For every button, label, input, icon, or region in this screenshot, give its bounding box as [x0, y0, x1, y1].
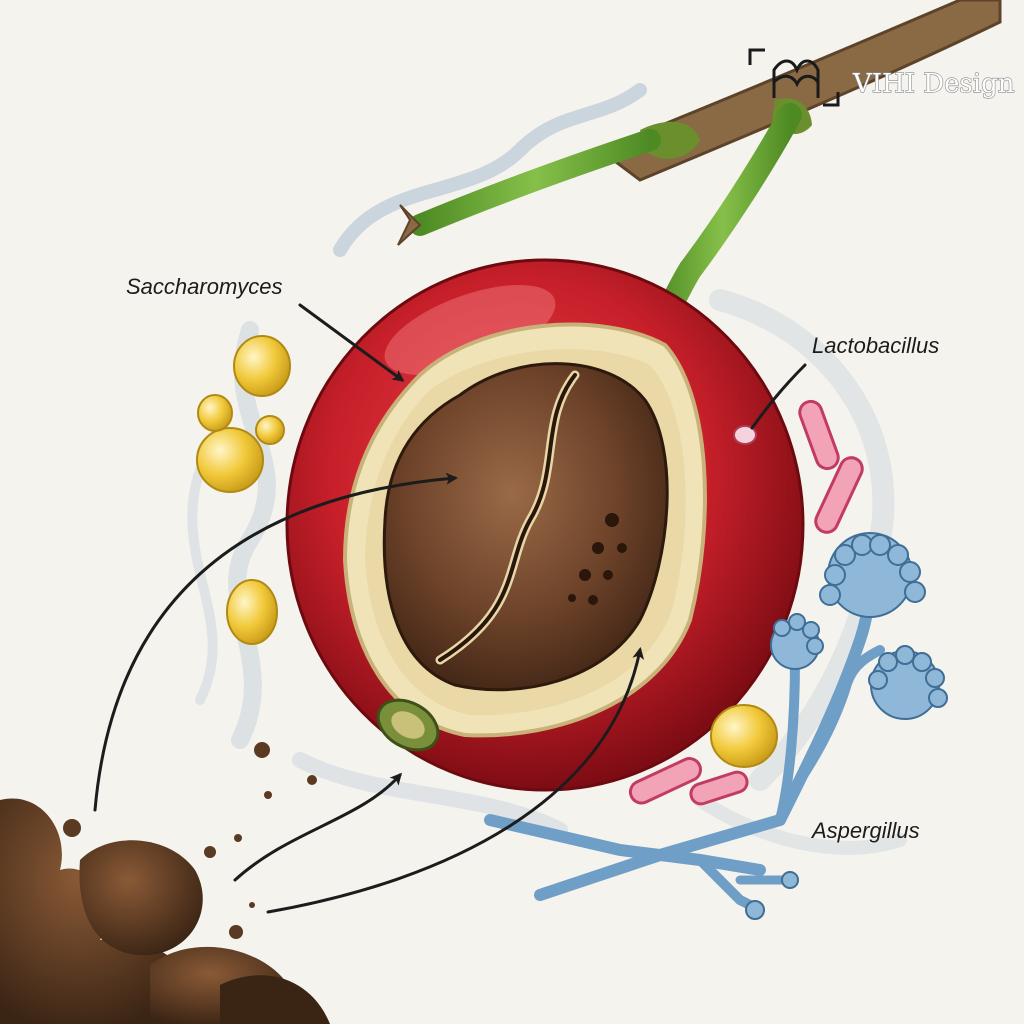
- puncture-mark: [733, 425, 757, 445]
- arrow-icon: [298, 303, 405, 382]
- watermark-text: VIHI Design: [852, 69, 1015, 99]
- aspergillus-conidiophore-icon: [770, 613, 824, 670]
- yeast-cell-icon: [233, 335, 291, 397]
- label-lactobacillus: Lactobacillus: [812, 333, 939, 358]
- arrow-icon: [266, 647, 645, 914]
- yeast-cell-icon: [255, 415, 285, 445]
- lactobacillus-rod-icon: [814, 456, 864, 534]
- aspergillus-conidiophore-icon: [868, 645, 948, 720]
- aspergillus-mold: [484, 532, 948, 920]
- soil: [0, 742, 330, 1024]
- lactobacillus-rod-icon: [798, 399, 840, 471]
- yeast-cell-icon: [226, 579, 278, 645]
- green-twig: [397, 129, 661, 246]
- aspergillus-conidiophore-icon: [819, 532, 926, 618]
- coffee-bean: [382, 362, 669, 692]
- yeast-cells: [196, 335, 778, 768]
- calyx-end: [376, 698, 440, 752]
- lactobacillus-rods: [628, 399, 864, 806]
- arrow-icon: [750, 363, 807, 430]
- lactobacillus-rod-icon: [628, 757, 702, 805]
- soil-clod-icon: [220, 975, 330, 1024]
- label-saccharomyces: Saccharomyces: [126, 274, 283, 299]
- vihi-logo-icon: [748, 48, 840, 107]
- arrow-icon: [93, 472, 458, 812]
- yeast-cell-icon: [197, 394, 233, 432]
- yeast-cell-icon: [196, 427, 264, 493]
- flow-arrows: [93, 303, 807, 914]
- label-aspergillus: Aspergillus: [810, 818, 920, 843]
- coffee-cherry: [285, 258, 805, 792]
- soil-clod-icon: [79, 840, 203, 956]
- arrow-icon: [233, 772, 402, 882]
- lactobacillus-rod-icon: [689, 770, 749, 806]
- watermark: VIHI Design: [748, 48, 1015, 107]
- yeast-cell-icon: [710, 704, 778, 768]
